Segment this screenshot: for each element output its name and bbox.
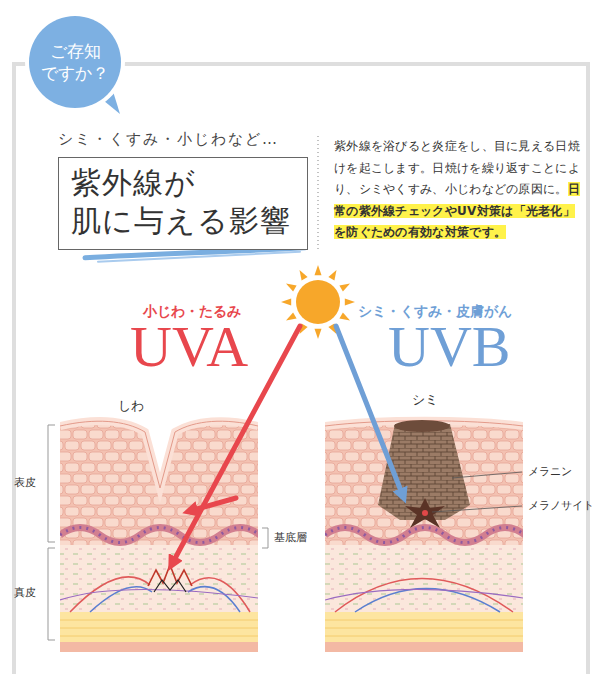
sun-ray — [281, 265, 355, 339]
sun-ray — [281, 299, 291, 306]
badge-text: ご存知 ですか？ — [35, 40, 115, 84]
skin-section — [405, 498, 445, 528]
sun-ray — [286, 312, 297, 320]
sun-ray — [286, 284, 297, 292]
panel-frame — [14, 64, 588, 674]
sun-icon — [296, 280, 340, 324]
skin-section — [325, 528, 523, 543]
title-frame: 紫外線が 肌に与える影響 — [58, 157, 308, 250]
description-paragraph: 紫外線を浴びると炎症をし、目に見える日焼けを起こします。日焼けを繰り返すことによ… — [334, 136, 586, 244]
skin-section — [188, 587, 240, 612]
leader-line — [432, 472, 522, 512]
sun-ray — [339, 284, 350, 292]
heading-text: シミ・くすみ・小じわなど… — [58, 130, 308, 149]
part-label: しわ — [118, 398, 144, 414]
sun-ray — [339, 312, 350, 320]
bracket-line — [48, 425, 268, 640]
skin-section — [60, 642, 258, 652]
skin-section — [190, 578, 250, 612]
skin-section — [60, 540, 258, 612]
brush-stroke — [98, 252, 300, 262]
bracket-line — [48, 425, 55, 542]
layer-label: 表皮 — [14, 476, 36, 489]
sun-ray — [345, 299, 355, 306]
skin-section — [60, 620, 258, 636]
skin-section — [154, 580, 186, 592]
skin-section — [325, 528, 523, 543]
skin-section — [335, 579, 513, 613]
skin-section — [148, 565, 192, 586]
title-box: シミ・くすみ・小じわなど… 紫外線が 肌に与える影響 — [58, 130, 308, 250]
part-label: メラニン — [528, 465, 572, 478]
brush-stroke — [85, 248, 305, 262]
badge-circle: ご存知 ですか？ — [29, 16, 121, 108]
skin-section — [60, 528, 258, 543]
bracket-line — [262, 528, 268, 548]
skin-section — [60, 612, 258, 642]
part-label: メラノサイト — [528, 499, 594, 512]
sun-ray — [300, 270, 308, 281]
skin-section — [325, 420, 523, 652]
skin-section — [60, 528, 258, 543]
sun-ray — [315, 265, 322, 275]
sun-ray — [315, 329, 322, 339]
skin-section — [325, 642, 523, 652]
part-label: シミ — [412, 392, 438, 408]
bracket-line — [48, 548, 55, 640]
sun-icon — [281, 265, 355, 339]
skin-section — [325, 612, 523, 642]
skin-section — [60, 589, 258, 600]
layer-label: 真皮 — [14, 586, 36, 599]
title-text: 紫外線が 肌に与える影響 — [71, 164, 295, 241]
skin-section — [325, 589, 523, 600]
leader-line — [452, 472, 522, 478]
skin-section — [394, 420, 450, 432]
skin-section — [422, 510, 428, 516]
layer-label: 基底層 — [274, 531, 307, 544]
uv-name: UVB — [388, 318, 510, 376]
skin-section — [325, 540, 523, 612]
body-text: 紫外線を浴びると炎症をし、目に見える日焼けを起こします。日焼けを繰り返すことによ… — [334, 139, 580, 196]
sun-ray — [328, 270, 336, 281]
leader-line — [432, 506, 522, 512]
skin-section — [325, 620, 523, 636]
uv-name: UVA — [130, 318, 248, 376]
uv-ray-arrow — [190, 498, 236, 511]
dotted-divider — [317, 136, 318, 252]
